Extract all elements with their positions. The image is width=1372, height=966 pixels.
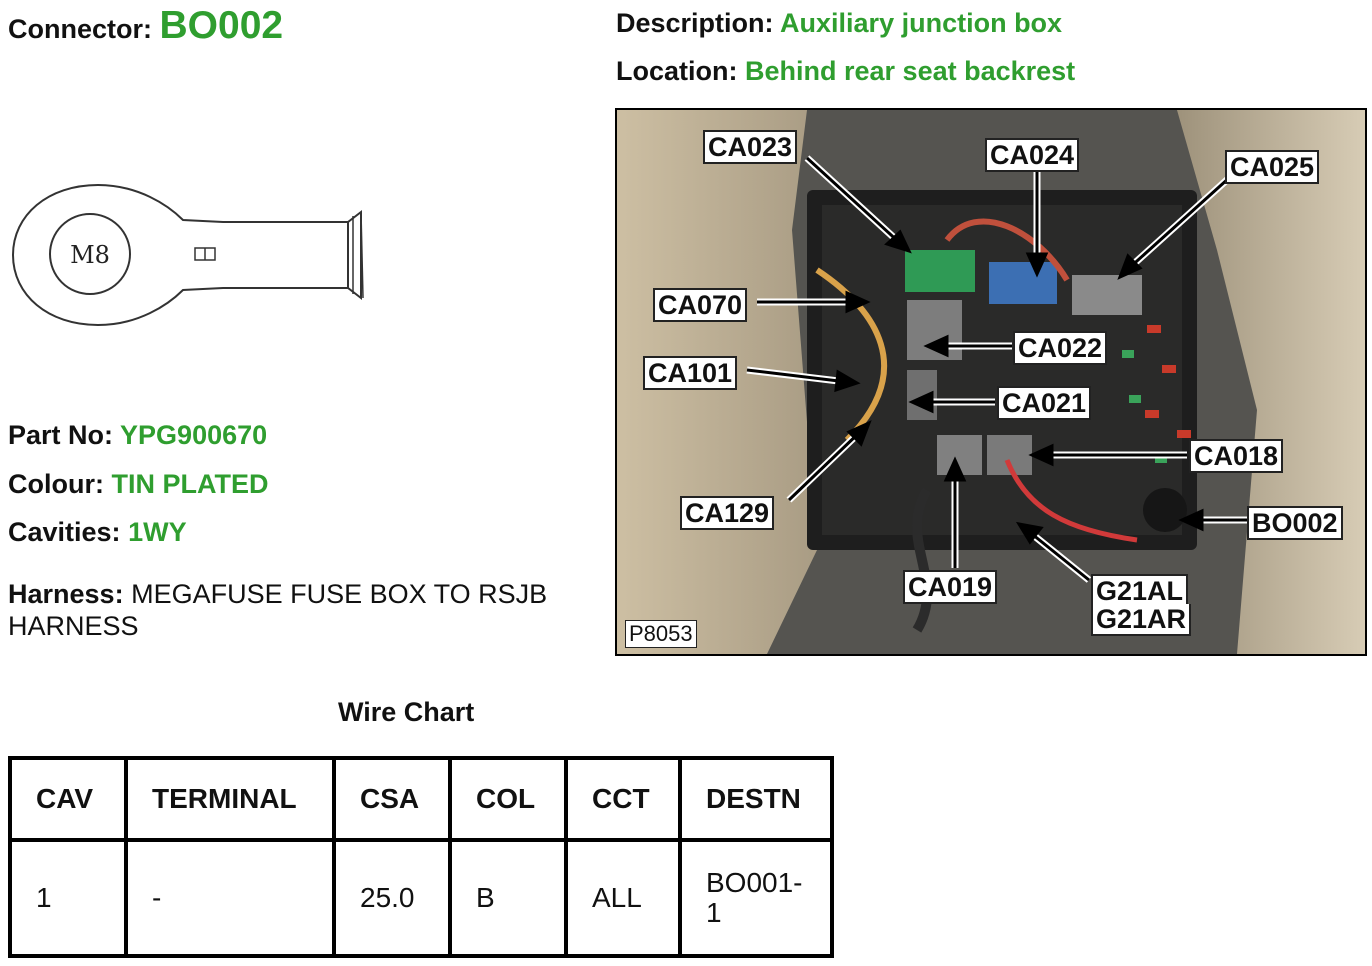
harness-line: Harness: MEGAFUSE FUSE BOX TO RSJB HARNE… [8,578,568,642]
callout-ca018: CA018 [1189,439,1284,473]
wire-chart-title: Wire Chart [338,697,475,727]
connector-id: BO002 [159,4,284,47]
colour-label: Colour: [8,469,104,499]
callout-bo002: BO002 [1247,506,1343,540]
connector-heading: Connector: BO002 [8,4,283,48]
cell-cct: ALL [564,838,682,958]
colour-line: Colour: TIN PLATED [8,469,269,500]
cavities-value: 1WY [128,517,187,547]
callout-ca019: CA019 [903,570,998,604]
junction-box-photo: CA023 CA024 CA025 CA070 CA022 CA101 CA02… [615,108,1367,656]
wire-chart-table: CAV TERMINAL CSA COL CCT DESTN 1 - 25.0 … [8,756,834,958]
table-row: 1 - 25.0 B ALL BO001-1 [8,838,834,958]
callout-ca129: CA129 [680,496,775,530]
cavities-line: Cavities: 1WY [8,517,187,548]
part-label: Part No: [8,420,114,450]
callout-ca022: CA022 [1013,331,1108,365]
callout-ca021: CA021 [997,386,1092,420]
connector-label: Connector: [8,14,152,44]
header-csa: CSA [332,756,452,842]
callout-ca101: CA101 [643,356,738,390]
cell-csa: 25.0 [332,838,452,958]
header-terminal: TERMINAL [124,756,336,842]
part-number: YPG900670 [120,420,268,450]
description-value: Auxiliary junction box [780,8,1063,38]
photo-reference: P8053 [625,620,697,648]
callout-ca070: CA070 [653,288,748,322]
colour-value: TIN PLATED [111,469,269,499]
callout-g21ar: G21AR [1091,604,1192,636]
callout-ca025: CA025 [1225,150,1320,184]
ring-terminal-drawing: M8 [11,183,364,327]
table-header-row: CAV TERMINAL CSA COL CCT DESTN [8,756,834,842]
callout-ca024: CA024 [985,138,1080,172]
cell-cav: 1 [8,838,128,958]
header-cct: CCT [564,756,682,842]
description-label: Description: [616,8,774,38]
harness-value: MEGAFUSE FUSE BOX TO RSJB HARNESS [8,579,548,641]
callout-ca023: CA023 [703,130,798,164]
location-label: Location: [616,56,738,86]
part-line: Part No: YPG900670 [8,420,267,451]
harness-label: Harness: [8,579,124,609]
callout-arrows [746,155,1247,583]
description-line: Description: Auxiliary junction box [616,8,1062,39]
location-value: Behind rear seat backrest [745,56,1076,86]
cell-terminal: - [124,838,336,958]
header-cav: CAV [8,756,128,842]
terminal-size-label: M8 [70,241,110,269]
callout-g21al: G21AL [1091,574,1189,606]
cell-col: B [448,838,568,958]
location-line: Location: Behind rear seat backrest [616,56,1075,87]
cavities-label: Cavities: [8,517,121,547]
header-col: COL [448,756,568,842]
header-destn: DESTN [678,756,834,842]
cell-destn: BO001-1 [678,838,834,958]
